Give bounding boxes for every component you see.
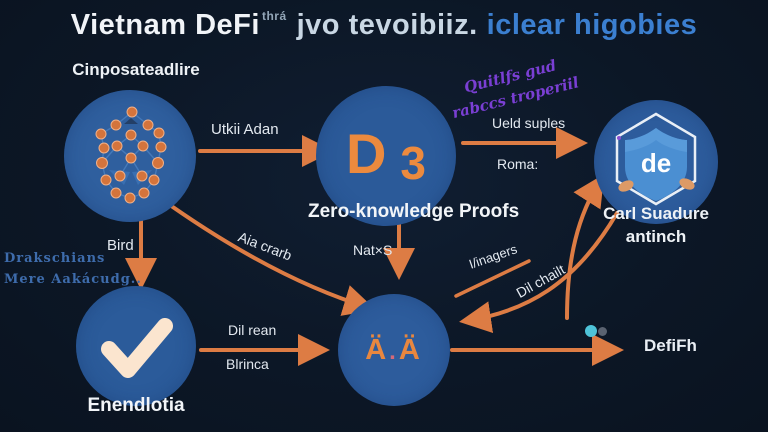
label-bird: Bird: [107, 237, 134, 254]
title-accent: iclear higobies: [486, 9, 698, 41]
drakschians-line1: Drakschians: [4, 251, 106, 266]
network-icon: [95, 106, 167, 204]
network-node-label: Cinposateadlire: [72, 60, 200, 79]
check-node-label: Enendlotia: [87, 395, 185, 416]
title-superscript: thrá: [261, 9, 287, 23]
shield-label-line1: Carl Suadure: [603, 204, 709, 223]
shield-node: de: [594, 100, 718, 224]
zkp-node: D 3: [316, 86, 456, 226]
label-aia-crarb: Aia crarb: [235, 228, 295, 264]
label-defifh: DefiFh: [644, 336, 697, 355]
label-ivinagers: I/inagers: [466, 241, 519, 272]
label-drakschians: Drakschians Mere Aakácudg..: [4, 249, 142, 291]
gray-dot: [598, 327, 607, 336]
shield-node-label: Carl Suadure antinch: [586, 203, 726, 249]
checkmark-icon: [101, 318, 173, 378]
check-node: [76, 286, 196, 406]
cyan-dot: [585, 325, 597, 337]
svg-text:de: de: [641, 148, 671, 178]
alpha-node: Ä.Ä: [338, 294, 450, 406]
network-node: [64, 90, 196, 222]
alpha-glyph-dot: .: [389, 337, 399, 365]
shield-label-line2: antinch: [625, 226, 687, 246]
alpha-glyph-left: Ä: [365, 333, 390, 366]
label-roma: Roma:: [497, 156, 539, 172]
alpha-glyphs: Ä.Ä: [365, 333, 423, 366]
alpha-glyph-right: Ä: [398, 333, 423, 366]
d3-letter: D: [345, 122, 387, 185]
label-dil-rean: Dil rean: [228, 322, 277, 338]
title-middle: jvo tevoibiiz.: [296, 9, 478, 41]
label-utkii-adan: Utkii Adan: [211, 121, 279, 138]
d3-digit: 3: [400, 137, 427, 189]
label-purple-script: Quitlfs gud rabccs troperiil: [445, 51, 582, 125]
zkp-node-label: Zero-knowledge Proofs: [308, 201, 520, 222]
label-ueld-suples: Ueld suples: [492, 115, 566, 131]
title-main: Vietnam DeFi: [70, 9, 260, 41]
label-blrinca: Blrinca: [226, 356, 269, 372]
drakschians-line2: Mere Aakácudg..: [4, 271, 142, 287]
shield-icon: de: [615, 112, 697, 206]
label-nat-s: Nat×S: [353, 242, 393, 258]
label-dil-chailt: Dil chailt: [513, 261, 568, 301]
d3-glyph: D 3: [345, 122, 427, 189]
